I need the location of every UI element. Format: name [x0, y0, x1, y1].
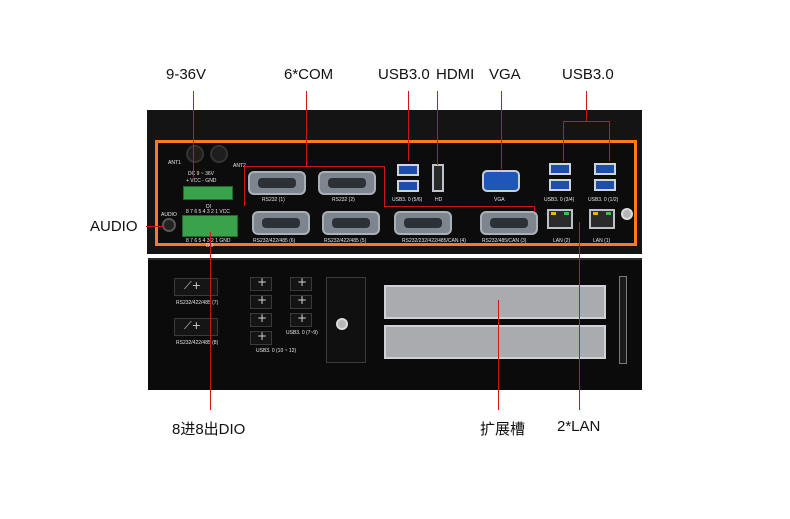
antenna-1-port — [186, 145, 204, 163]
com8-knockout: ⟋+ — [174, 318, 218, 336]
usb-5-port — [397, 164, 419, 176]
callout-hdmi: HDMI — [436, 66, 475, 83]
di-pins-label: 8 7 6 5 4 3 2 1 VCC — [186, 209, 230, 215]
usb-3-port — [549, 163, 571, 175]
leader-line — [437, 91, 438, 165]
usb-knockout — [250, 275, 272, 291]
leader-line — [146, 226, 164, 227]
audio-jack — [162, 218, 176, 232]
leader-line — [244, 166, 245, 206]
vcc-gnd-label: + VCC - GND — [186, 178, 217, 184]
callout-lan: 2*LAN — [557, 418, 601, 435]
side-rail — [619, 276, 627, 364]
usb-79-label: USB3. 0 (7~9) — [286, 330, 318, 336]
vga-label: VGA — [494, 197, 505, 203]
com1-port — [248, 171, 306, 195]
com6-label: RS232/422/485 (6) — [253, 238, 296, 244]
leader-line — [244, 166, 384, 167]
do-label: DO — [206, 243, 214, 249]
leader-line — [384, 166, 385, 206]
power-terminal — [183, 186, 233, 200]
lan1-label: LAN (1) — [593, 238, 611, 244]
hdmi-port — [432, 164, 444, 192]
com1-label: RS232 (1) — [262, 197, 285, 203]
com7-label: RS232/422/485 (7) — [176, 300, 219, 306]
usb-knockout — [250, 311, 272, 327]
usb-knockout — [290, 311, 312, 327]
lan-2-port — [547, 209, 573, 229]
callout-usb-right: USB3.0 — [562, 66, 614, 83]
expansion-slot-cover-2 — [384, 325, 606, 359]
leader-line — [586, 91, 587, 121]
dc-label: DC 9 ~ 36V — [188, 171, 214, 177]
com6-port — [252, 211, 310, 235]
usb-knockout — [250, 329, 272, 345]
di-label: DI — [206, 204, 211, 210]
usb-knockout — [290, 275, 312, 291]
callout-expansion: 扩展槽 — [480, 421, 526, 438]
ant1-label: ANT1 — [168, 160, 181, 166]
vga-port — [482, 170, 520, 192]
com5-label: RS232/422/485 (5) — [324, 238, 367, 244]
leader-line — [534, 206, 535, 212]
leader-line — [306, 91, 307, 167]
com3-port — [480, 211, 538, 235]
audio-port-label: AUDIO — [161, 212, 177, 218]
leader-line — [408, 91, 409, 161]
leader-line — [384, 206, 534, 207]
callout-usb-left: USB3.0 — [378, 66, 430, 83]
leader-line — [579, 222, 580, 410]
bracket-screw — [336, 318, 348, 330]
com2-port — [318, 171, 376, 195]
expansion-slot-cover-1 — [384, 285, 606, 319]
leader-line — [563, 121, 564, 161]
usb-1-port — [594, 163, 616, 175]
leader-line — [193, 91, 194, 177]
callout-dio: 8进8出DIO — [172, 421, 246, 438]
callout-vga: VGA — [489, 66, 521, 83]
com4-label: RS232/232/422/485/CAN (4) — [402, 238, 466, 244]
leader-line — [210, 232, 211, 410]
antenna-2-port — [210, 145, 228, 163]
expansion-bay — [148, 258, 642, 390]
hd-label: HD — [435, 197, 443, 203]
usb-56-label: USB3. 0 (5/6) — [392, 197, 423, 203]
com5-port — [322, 211, 380, 235]
usb-4-port — [549, 179, 571, 191]
com4-port — [394, 211, 452, 235]
com8-label: RS232/422/485 (8) — [176, 340, 219, 346]
lan2-label: LAN (2) — [553, 238, 571, 244]
usb-1012-label: USB3. 0 (10 ~ 12) — [256, 348, 297, 354]
usb-12-label: USB3. 0 (1/2) — [588, 197, 619, 203]
com3-label: RS232/485/CAN (3) — [482, 238, 527, 244]
usb-knockout — [290, 293, 312, 309]
usb-34-label: USB3. 0 (3/4) — [544, 197, 575, 203]
leader-line — [563, 121, 610, 122]
lan-1-port — [589, 209, 615, 229]
callout-power: 9-36V — [166, 66, 207, 83]
do-pins-label: 8 7 6 5 4 3 2 1 GND — [186, 238, 231, 244]
usb-2-port — [594, 179, 616, 191]
usb-knockout — [250, 293, 272, 309]
leader-line — [609, 121, 610, 161]
leader-line — [501, 91, 502, 169]
usb-6-port — [397, 180, 419, 192]
callout-audio: AUDIO — [90, 218, 138, 235]
leader-line — [498, 300, 499, 410]
callout-com: 6*COM — [284, 66, 334, 83]
com7-knockout: ⟋+ — [174, 278, 218, 296]
ground-screw — [621, 208, 633, 220]
ant2-label: ANT2 — [233, 163, 246, 169]
com2-label: RS232 (2) — [332, 197, 355, 203]
